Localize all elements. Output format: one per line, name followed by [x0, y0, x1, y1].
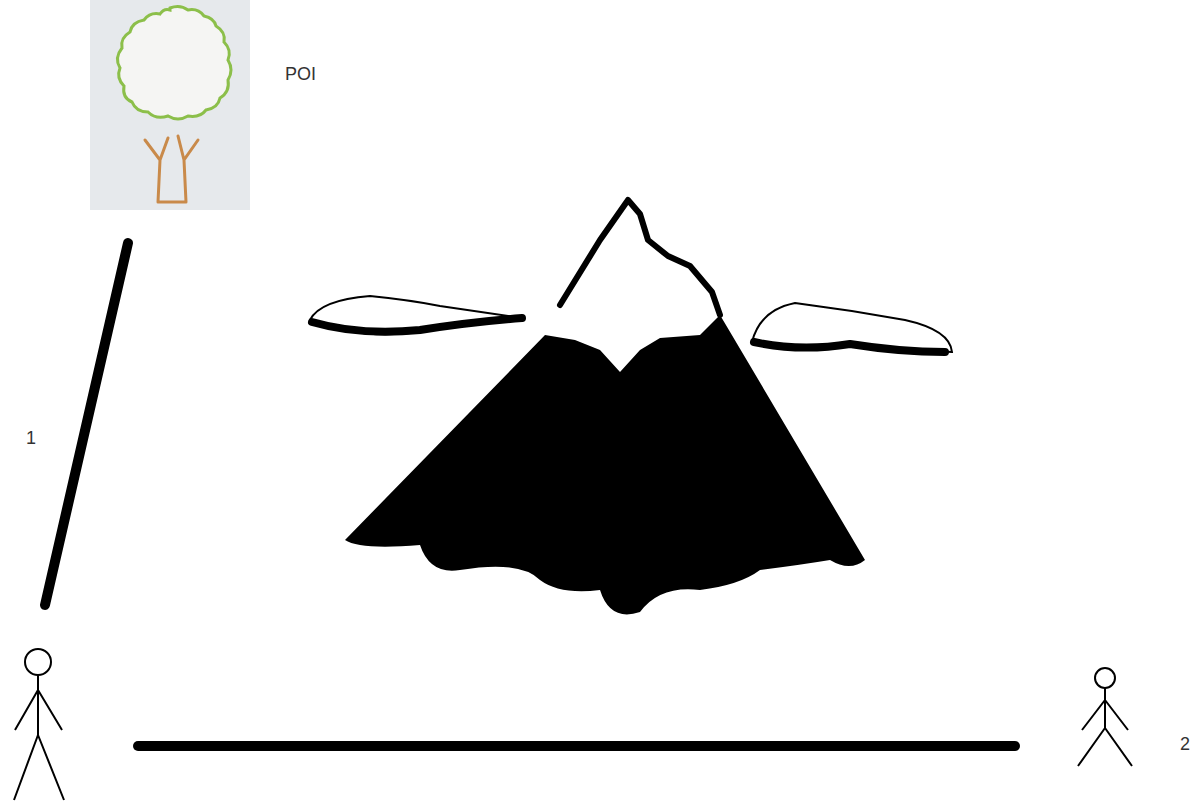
sight-line	[45, 243, 128, 605]
callout-number: 2	[1180, 734, 1190, 756]
cloud	[310, 296, 952, 352]
walk-line	[138, 741, 1015, 751]
stick-figure	[14, 649, 64, 800]
callout-number: 1	[26, 428, 36, 450]
poi-label: POI	[285, 64, 316, 86]
stick-figure	[1078, 668, 1132, 766]
tree-icon	[90, 0, 250, 210]
mountain	[345, 200, 865, 614]
